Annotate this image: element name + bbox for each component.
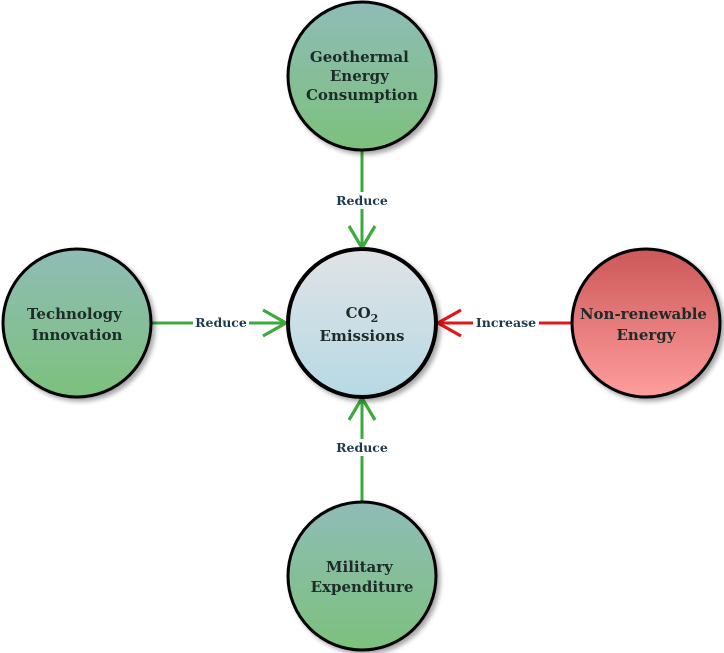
node-technology-innovation: Technology Innovation — [1, 247, 153, 399]
node-left-line2: Innovation — [32, 326, 123, 344]
node-top-line1: Geothermal — [310, 48, 409, 66]
node-top-text: Geothermal Energy Consumption — [306, 48, 418, 104]
node-military-expenditure: Military Expenditure — [286, 500, 438, 652]
edge-top-label: Reduce — [336, 193, 388, 208]
center-line2: Emissions — [320, 327, 405, 345]
edge-right: Increase — [434, 308, 572, 338]
node-right-text: Non-renewable Energy — [580, 305, 712, 344]
edge-right-label: Increase — [476, 315, 536, 330]
node-right-line2: Energy — [617, 326, 677, 344]
node-left-line1: Technology — [27, 305, 123, 323]
center-subscript: 2 — [371, 312, 379, 325]
edge-bottom: Reduce — [332, 394, 392, 503]
node-top-line3: Consumption — [306, 86, 418, 104]
node-left-text: Technology Innovation — [27, 305, 127, 344]
node-co2-emissions: CO2 Emissions — [286, 247, 438, 399]
edge-left: Reduce — [152, 308, 290, 338]
edge-bottom-label: Reduce — [336, 440, 388, 455]
center-co: CO — [346, 304, 371, 322]
node-geothermal-energy-consumption: Geothermal Energy Consumption — [286, 0, 438, 152]
node-bottom-line1: Military — [326, 558, 394, 576]
edge-left-label: Reduce — [195, 315, 247, 330]
center-line1-text: CO2 — [346, 304, 379, 325]
edge-top: Reduce — [332, 151, 392, 252]
node-bottom-line2: Expenditure — [311, 578, 414, 596]
node-right-line1: Non-renewable — [580, 305, 707, 323]
node-bottom-text: Military Expenditure — [311, 558, 414, 596]
node-top-line2: Energy — [330, 67, 390, 85]
node-non-renewable-energy: Non-renewable Energy — [570, 247, 722, 399]
